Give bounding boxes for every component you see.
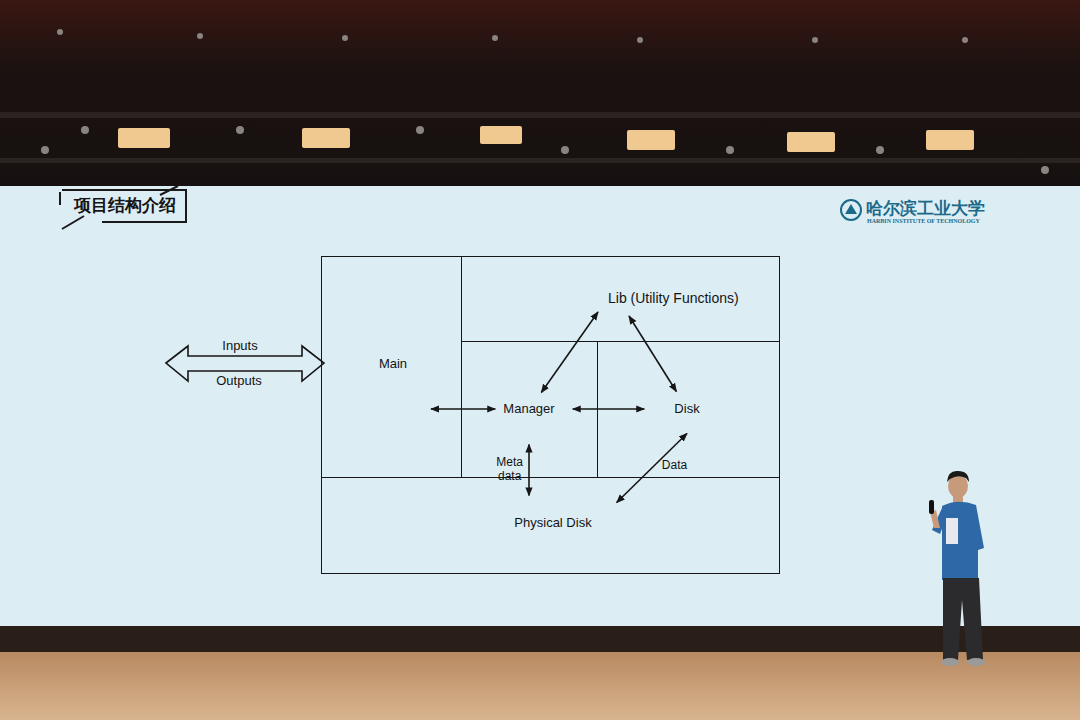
component-label: Lib (Utility Functions): [608, 290, 739, 306]
component-label: Main: [379, 357, 407, 372]
edge-label: Data: [662, 459, 687, 473]
stage-floor: [0, 652, 1080, 720]
ceiling: [0, 0, 1080, 186]
io-label: Inputs: [222, 339, 257, 354]
connector-arrow: [541, 312, 598, 392]
component-box: Lib (Utility Functions): [461, 256, 780, 342]
connector-arrow: [528, 444, 530, 495]
slide-title: 项目结构介绍: [74, 196, 176, 216]
connector-arrow: [629, 316, 676, 391]
component-box: Physical Disk: [321, 477, 780, 574]
spot-lamps: [41, 29, 1049, 174]
connector-arrow: [431, 408, 495, 410]
edge-label: Meta data: [496, 456, 523, 484]
component-label: Disk: [674, 402, 699, 417]
component-box: Main: [321, 256, 462, 478]
university-emblem: [841, 200, 861, 220]
connector-arrow: [573, 408, 645, 410]
university-name-en: HARBIN INSTITUTE OF TECHNOLOGY: [867, 218, 980, 225]
component-box: Disk: [597, 341, 780, 478]
slide: [0, 186, 1080, 626]
component-label: Manager: [503, 402, 554, 417]
title-frame: [60, 186, 186, 229]
component-box: Manager: [461, 341, 598, 478]
io-label: Outputs: [216, 374, 262, 389]
ceiling-fixtures: [0, 112, 1080, 163]
connector-arrow: [617, 433, 687, 502]
stage-lights: [118, 126, 974, 152]
university-name: 哈尔滨工业大学: [866, 199, 985, 219]
speaker: [929, 471, 985, 666]
stage-edge: [0, 626, 1080, 652]
component-label: Physical Disk: [514, 516, 591, 531]
io-double-arrow: [166, 346, 324, 381]
